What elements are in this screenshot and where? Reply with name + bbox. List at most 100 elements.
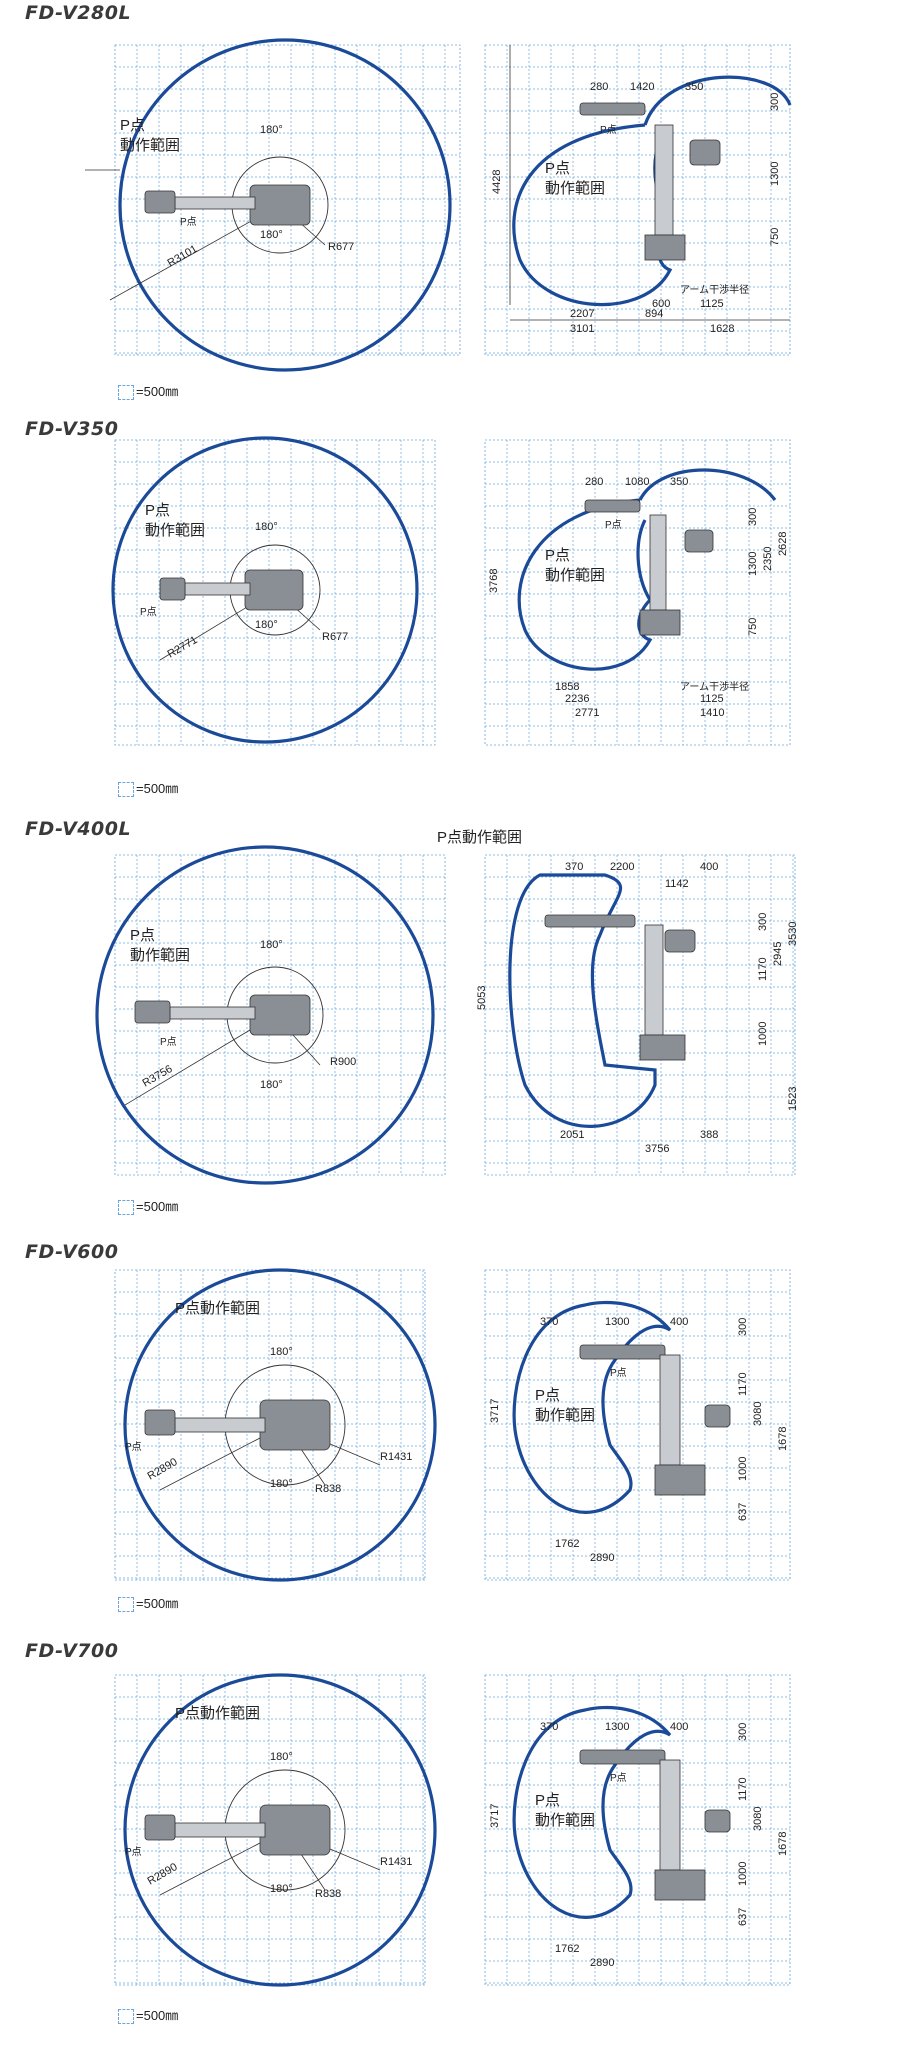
svg-text:180°: 180° bbox=[270, 1751, 293, 1763]
svg-text:動作範囲: 動作範囲 bbox=[545, 566, 605, 584]
svg-text:1410: 1410 bbox=[700, 707, 724, 719]
grid-lines bbox=[485, 855, 795, 1175]
svg-text:1000: 1000 bbox=[737, 1457, 749, 1481]
side-view-diagram: 3768 280 1080 350 300 1300 750 2350 2628… bbox=[484, 439, 791, 746]
svg-text:1762: 1762 bbox=[555, 1538, 579, 1550]
robot-top-body bbox=[144, 184, 311, 226]
svg-text:P点: P点 bbox=[610, 1772, 627, 1784]
side-view-title: P点動作範囲 bbox=[437, 829, 523, 846]
grid-legend: =500㎜ bbox=[118, 2005, 178, 2025]
svg-text:3768: 3768 bbox=[488, 569, 500, 593]
svg-text:1300: 1300 bbox=[747, 552, 759, 576]
svg-text:180°: 180° bbox=[270, 1478, 293, 1490]
top-view-diagram: P点 動作範囲 180° 180° P点 R3101 R677 bbox=[85, 38, 461, 372]
svg-text:2890: 2890 bbox=[590, 1552, 614, 1564]
svg-text:2350: 2350 bbox=[762, 547, 774, 571]
svg-text:P点: P点 bbox=[145, 502, 170, 519]
svg-text:300: 300 bbox=[737, 1318, 749, 1336]
svg-text:1300: 1300 bbox=[605, 1721, 629, 1733]
svg-text:400: 400 bbox=[670, 1721, 688, 1733]
side-view-diagram: 5053 370 2200 400 1142 300 1170 2945 353… bbox=[476, 854, 799, 1176]
svg-text:400: 400 bbox=[670, 1316, 688, 1328]
grid-cell-icon bbox=[118, 1597, 134, 1613]
svg-text:P点: P点 bbox=[535, 1387, 560, 1404]
svg-text:1858: 1858 bbox=[555, 681, 579, 693]
svg-text:180°: 180° bbox=[260, 939, 283, 951]
svg-text:3756: 3756 bbox=[645, 1143, 669, 1155]
dim-bottom-4: 894 bbox=[645, 308, 663, 320]
svg-text:1170: 1170 bbox=[737, 1372, 749, 1396]
svg-text:1000: 1000 bbox=[737, 1862, 749, 1886]
svg-text:2200: 2200 bbox=[610, 861, 634, 873]
svg-text:P点: P点 bbox=[125, 1846, 142, 1858]
svg-text:1523: 1523 bbox=[787, 1087, 799, 1111]
svg-text:180°: 180° bbox=[260, 1079, 283, 1091]
dim-top-1: 280 bbox=[590, 81, 608, 93]
grid-cell-icon bbox=[118, 2009, 134, 2025]
svg-text:350: 350 bbox=[670, 476, 688, 488]
svg-text:3080: 3080 bbox=[752, 1807, 764, 1831]
svg-text:5053: 5053 bbox=[476, 986, 488, 1010]
svg-text:アーム干渉半径: アーム干渉半径 bbox=[680, 680, 749, 693]
dim-top-3: 350 bbox=[685, 81, 703, 93]
dim-right-3: 750 bbox=[769, 228, 781, 246]
dim-top-2: 1420 bbox=[630, 81, 654, 93]
model-title: FD-V350 bbox=[25, 418, 119, 440]
svg-text:2890: 2890 bbox=[590, 1957, 614, 1969]
side-view-diagram: 3717 370 1300 400 300 1170 3080 1000 167… bbox=[484, 1674, 791, 1986]
range-label-line1: P点 bbox=[545, 160, 570, 177]
p-point-label: P点 bbox=[600, 124, 617, 136]
svg-text:3530: 3530 bbox=[787, 922, 799, 946]
top-view-diagram: P点 動作範囲 180° 180° P点 R3756 R900 bbox=[95, 845, 446, 1185]
svg-text:370: 370 bbox=[540, 1721, 558, 1733]
small-radius-label: R677 bbox=[328, 241, 354, 253]
grid-lines bbox=[485, 440, 790, 745]
svg-text:280: 280 bbox=[585, 476, 603, 488]
svg-text:R2771: R2771 bbox=[166, 634, 200, 661]
svg-text:P点: P点 bbox=[535, 1792, 560, 1809]
range-label-line2: 動作範囲 bbox=[120, 136, 180, 154]
svg-text:動作範囲: 動作範囲 bbox=[535, 1811, 595, 1829]
svg-text:3717: 3717 bbox=[489, 1804, 501, 1828]
svg-text:R2890: R2890 bbox=[146, 1456, 180, 1483]
grid-lines bbox=[485, 1270, 790, 1580]
model-title: FD-V600 bbox=[25, 1241, 119, 1263]
svg-text:3717: 3717 bbox=[489, 1399, 501, 1423]
model-title: FD-V400L bbox=[25, 818, 132, 840]
svg-text:400: 400 bbox=[700, 861, 718, 873]
p-range-circle bbox=[118, 38, 452, 372]
svg-text:1678: 1678 bbox=[777, 1427, 789, 1451]
svg-text:2236: 2236 bbox=[565, 693, 589, 705]
angle-top: 180° bbox=[260, 124, 283, 136]
svg-text:P点: P点 bbox=[125, 1441, 142, 1453]
svg-text:2051: 2051 bbox=[560, 1129, 584, 1141]
robot-side-body bbox=[579, 102, 721, 261]
top-view-diagram: P点動作範囲 180° 180° P点 R2890 R838 R1431 bbox=[114, 1268, 437, 1582]
model-title: FD-V700 bbox=[25, 1640, 119, 1662]
height-dim: 4428 bbox=[491, 170, 503, 194]
grid-legend: =500㎜ bbox=[118, 381, 178, 401]
svg-text:R677: R677 bbox=[322, 631, 348, 643]
side-view-diagram: 3717 370 1300 400 300 1170 3080 1000 167… bbox=[484, 1269, 791, 1581]
svg-text:1142: 1142 bbox=[665, 878, 689, 890]
grid-cell-icon bbox=[118, 1200, 134, 1216]
grid-legend: =500㎜ bbox=[118, 778, 178, 798]
svg-text:P点: P点 bbox=[160, 1036, 177, 1048]
svg-text:1170: 1170 bbox=[737, 1777, 749, 1801]
dim-bottom-1: 600 bbox=[652, 298, 670, 310]
svg-text:637: 637 bbox=[737, 1503, 749, 1521]
svg-text:動作範囲: 動作範囲 bbox=[145, 521, 205, 539]
svg-text:R838: R838 bbox=[315, 1483, 341, 1495]
svg-text:動作範囲: 動作範囲 bbox=[130, 946, 190, 964]
top-view-diagram: P点 動作範囲 180° 180° P点 R2771 R677 bbox=[111, 436, 436, 746]
dim-right-2: 1300 bbox=[769, 162, 781, 186]
p-point-label: P点 bbox=[180, 216, 197, 228]
grid-cell-icon bbox=[118, 782, 134, 798]
svg-text:P点: P点 bbox=[130, 927, 155, 944]
svg-text:1300: 1300 bbox=[605, 1316, 629, 1328]
svg-text:3080: 3080 bbox=[752, 1402, 764, 1426]
svg-text:370: 370 bbox=[540, 1316, 558, 1328]
arm-interference-label: アーム干渉半径 bbox=[680, 283, 749, 296]
svg-text:P点: P点 bbox=[610, 1367, 627, 1379]
svg-text:1000: 1000 bbox=[757, 1022, 769, 1046]
